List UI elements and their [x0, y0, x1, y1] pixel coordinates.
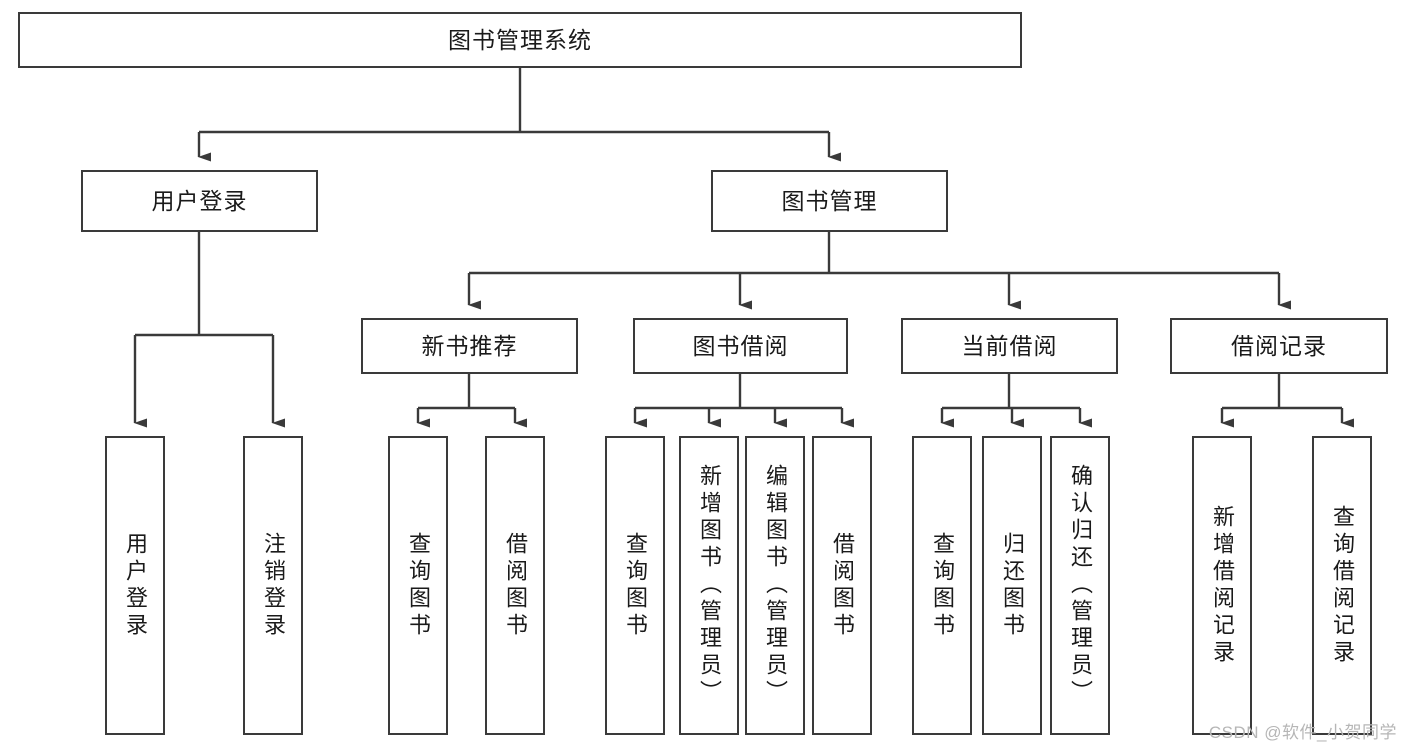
node-label-current: 当前借阅: [961, 332, 1058, 359]
node-leaf-query-book-2[interactable]: 查询图书: [605, 436, 665, 735]
node-label-leaf-query-book-1: 查询图书: [406, 531, 431, 640]
node-label-leaf-edit-book: 编辑图书（管理员）: [763, 464, 788, 707]
node-newbook[interactable]: 新书推荐: [361, 318, 578, 374]
node-label-leaf-query-book-3: 查询图书: [930, 531, 955, 640]
node-label-leaf-confirm-return: 确认归还（管理员）: [1068, 464, 1093, 707]
node-label-root: 图书管理系统: [448, 26, 592, 53]
node-leaf-query-book-1[interactable]: 查询图书: [388, 436, 448, 735]
node-borrow[interactable]: 图书借阅: [633, 318, 848, 374]
node-label-newbook: 新书推荐: [421, 332, 518, 359]
node-label-leaf-query-book-2: 查询图书: [623, 531, 648, 640]
node-label-leaf-query-record: 查询借阅记录: [1330, 504, 1355, 667]
node-leaf-user-logout[interactable]: 注销登录: [243, 436, 303, 735]
node-label-leaf-add-book: 新增图书（管理员）: [697, 464, 722, 707]
node-label-leaf-user-login: 用户登录: [123, 531, 148, 640]
node-leaf-edit-book[interactable]: 编辑图书（管理员）: [745, 436, 805, 735]
node-leaf-borrow-book-2[interactable]: 借阅图书: [812, 436, 872, 735]
node-leaf-add-book[interactable]: 新增图书（管理员）: [679, 436, 739, 735]
node-leaf-query-record[interactable]: 查询借阅记录: [1312, 436, 1372, 735]
node-label-login: 用户登录: [151, 187, 248, 214]
node-leaf-add-record[interactable]: 新增借阅记录: [1192, 436, 1252, 735]
node-label-borrow: 图书借阅: [692, 332, 789, 359]
node-leaf-user-login[interactable]: 用户登录: [105, 436, 165, 735]
node-label-leaf-return-book: 归还图书: [1000, 531, 1025, 640]
node-label-leaf-user-logout: 注销登录: [261, 531, 286, 640]
node-root[interactable]: 图书管理系统: [18, 12, 1022, 68]
node-leaf-return-book[interactable]: 归还图书: [982, 436, 1042, 735]
node-records[interactable]: 借阅记录: [1170, 318, 1388, 374]
node-label-leaf-add-record: 新增借阅记录: [1210, 504, 1235, 667]
node-bookmgmt[interactable]: 图书管理: [711, 170, 948, 232]
watermark-text: CSDN @软件_小贺同学: [1208, 723, 1397, 742]
node-login[interactable]: 用户登录: [81, 170, 318, 232]
node-leaf-query-book-3[interactable]: 查询图书: [912, 436, 972, 735]
node-current[interactable]: 当前借阅: [901, 318, 1118, 374]
node-label-bookmgmt: 图书管理: [781, 187, 878, 214]
node-leaf-borrow-book-1[interactable]: 借阅图书: [485, 436, 545, 735]
node-label-leaf-borrow-book-2: 借阅图书: [830, 531, 855, 640]
node-label-leaf-borrow-book-1: 借阅图书: [503, 531, 528, 640]
node-label-records: 借阅记录: [1231, 332, 1327, 359]
node-leaf-confirm-return[interactable]: 确认归还（管理员）: [1050, 436, 1110, 735]
